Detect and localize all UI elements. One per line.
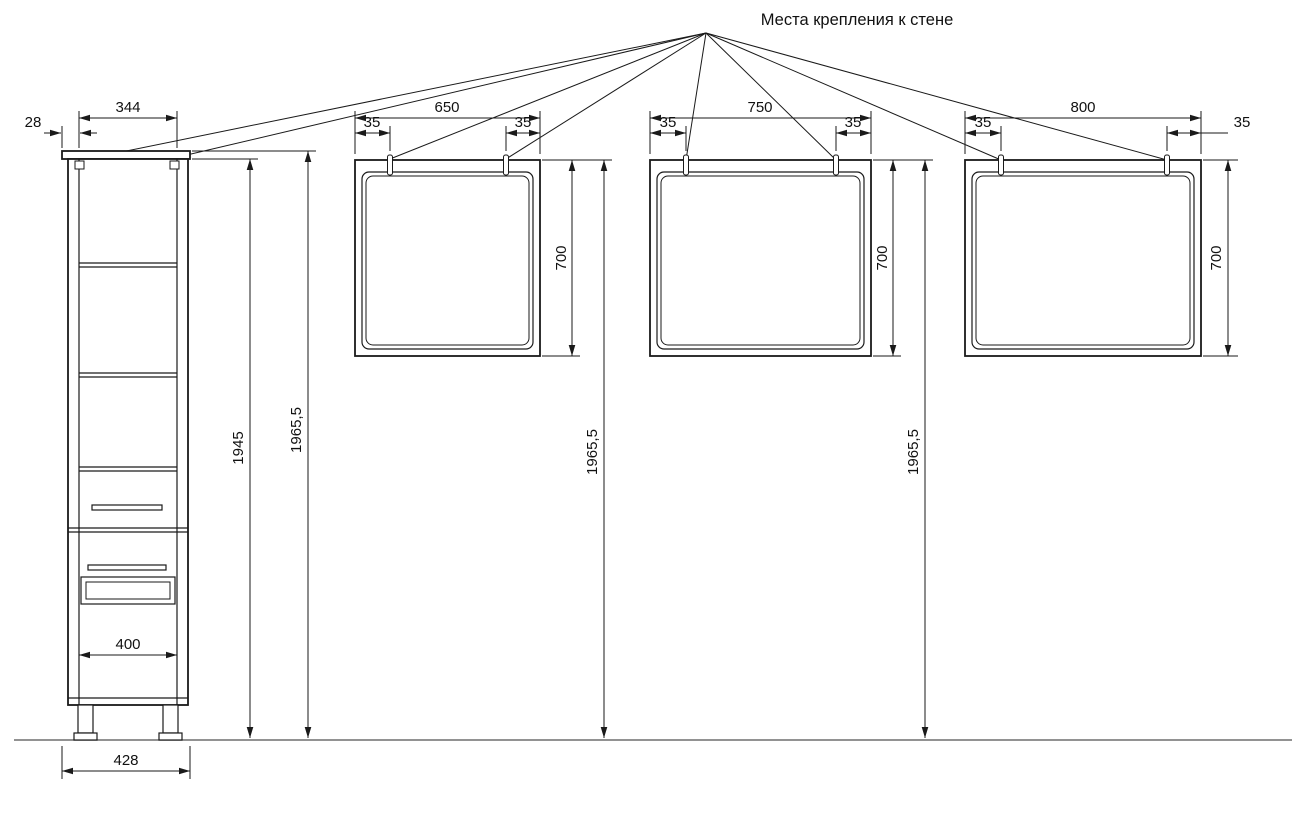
dim-label-mirror-650-height: 700 (553, 245, 570, 270)
dim-mirror-650-width: 650 (354, 99, 541, 154)
dim-mirror-750-height: 700 (873, 159, 933, 357)
dim-label-mirror-750-height: 700 (874, 245, 891, 270)
dim-mirror-650-height: 700 (542, 159, 612, 357)
dim-label-cabinet-body-height: 1945 (230, 431, 247, 464)
cabinet-top-panel (61, 150, 191, 160)
dim-label-mirror-750-offset-left: 35 (660, 114, 677, 131)
mounting-hook-icon (833, 154, 839, 176)
mounting-hook-icon (683, 154, 689, 176)
dim-mirror-800-offset-right: 35 (1166, 114, 1251, 151)
dim-label-mirror-650-offset-right: 35 (515, 114, 532, 131)
dim-label-mirror-800-width: 800 (1070, 99, 1095, 116)
mounting-hook-icon (1164, 154, 1170, 176)
dim-label-mirror-800-offset-left: 35 (975, 114, 992, 131)
wall-bracket-right (169, 160, 180, 170)
dim-cabinet-top-width: 344 (78, 99, 178, 148)
dim-cabinet-body-height: 1945 (192, 158, 258, 738)
dim-mirror-750-mount-height: 1965,5 (905, 160, 929, 738)
mounting-callout: Места крепления к стене (81, 11, 1168, 161)
cabinet-outline (61, 150, 191, 741)
dim-cabinet-inner-width: 400 (79, 636, 177, 659)
dim-cabinet-overall-width: 428 (61, 746, 191, 779)
dim-mirror-650-offset-left: 35 (355, 114, 391, 151)
mirror-650-frame (354, 159, 541, 357)
dim-label-mirror-650-mount-height: 1965,5 (584, 429, 601, 475)
cabinet-shelves (79, 262, 177, 472)
callout-leader-lines (81, 32, 1168, 161)
dim-mirror-650-mount-height: 1965,5 (584, 160, 608, 738)
cabinet-feet (73, 704, 183, 741)
mirror-750-frame (649, 159, 872, 357)
dim-label-mirror-750-width: 750 (747, 99, 772, 116)
dim-label-mirror-750-offset-right: 35 (845, 114, 862, 131)
dim-mirror-800-offset-left: 35 (965, 114, 1002, 151)
dim-mirror-750-width: 750 (649, 99, 872, 154)
cabinet-body (67, 158, 189, 706)
drawer-handle-bottom (87, 564, 167, 571)
wall-bracket-left (74, 160, 85, 170)
dim-cabinet-overhang: 28 (25, 114, 97, 148)
dim-label-cabinet-inner-width: 400 (115, 636, 140, 653)
dim-label-mirror-800-height: 700 (1208, 245, 1225, 270)
dim-mirror-650-offset-right: 35 (505, 114, 540, 151)
drawer-handle-top (91, 504, 163, 511)
dim-label-mirror-650-width: 650 (434, 99, 459, 116)
callout-title: Места крепления к стене (761, 11, 954, 29)
dim-label-mirror-800-offset-right: 35 (1234, 114, 1251, 131)
dim-label-cabinet-overall-width: 428 (113, 752, 138, 769)
dim-cabinet-overall-height: 1965,5 (192, 150, 316, 738)
drawer-recess (80, 576, 176, 605)
mirror-650-drawing: 650 35 35 700 1965,5 (354, 99, 612, 738)
dim-mirror-750-offset-left: 35 (650, 114, 687, 151)
dim-label-cabinet-overhang: 28 (25, 114, 42, 131)
dim-mirror-800-width: 800 (964, 99, 1202, 154)
dim-mirror-750-offset-right: 35 (835, 114, 871, 151)
mounting-hook-icon (387, 154, 393, 176)
cabinet-drawing: 344 28 1945 1965,5 400 428 (25, 99, 316, 779)
dim-label-cabinet-overall-height: 1965,5 (288, 407, 305, 453)
mirror-800-frame (964, 159, 1202, 357)
dim-label-cabinet-top-width: 344 (115, 99, 140, 116)
dim-label-mirror-650-offset-left: 35 (364, 114, 381, 131)
mirror-800-drawing: 800 35 35 700 (964, 99, 1251, 357)
mirror-750-drawing: 750 35 35 700 1965,5 (649, 99, 933, 738)
dim-mirror-800-height: 700 (1203, 159, 1238, 357)
mounting-hook-icon (998, 154, 1004, 176)
mounting-hook-icon (503, 154, 509, 176)
dim-label-mirror-750-mount-height: 1965,5 (905, 429, 922, 475)
